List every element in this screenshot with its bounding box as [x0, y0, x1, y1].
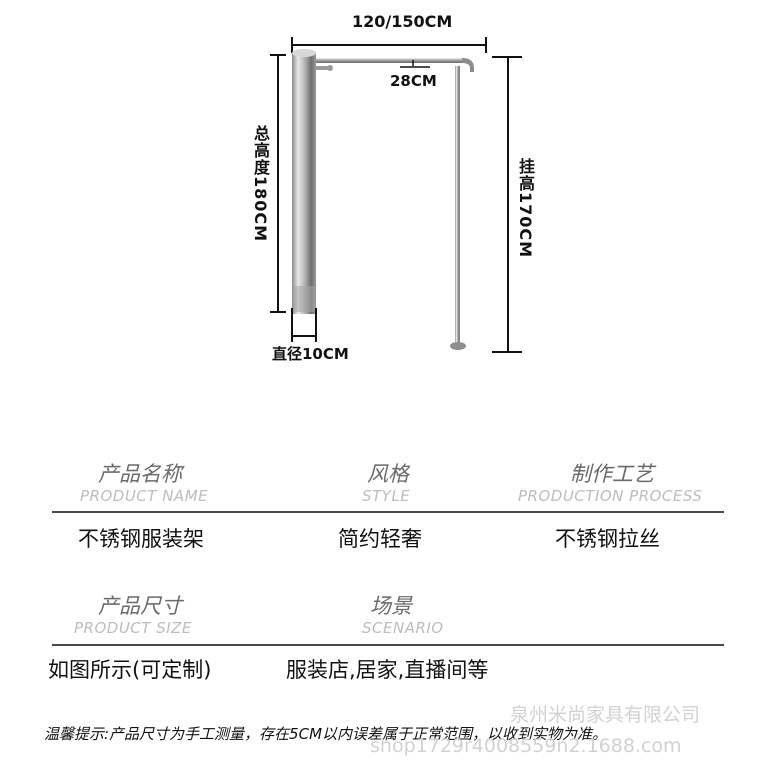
scenario-label-en: SCENARIO — [362, 619, 444, 637]
scenario-value: 服装店,居家,直播间等 — [286, 658, 489, 682]
product-size-label-en: PRODUCT SIZE — [74, 619, 192, 637]
width-label: 120/150CM — [352, 12, 453, 31]
column-base-texture — [293, 286, 315, 312]
product-size-label: 产品尺寸 — [98, 594, 182, 618]
hang-height-dimension-line — [492, 56, 522, 353]
hang-height-label: 挂高170CM — [516, 158, 535, 259]
diameter-dimension-line — [291, 308, 317, 342]
hook-bracket — [316, 66, 330, 70]
main-column — [292, 52, 316, 314]
total-height-dimension-line — [270, 54, 286, 313]
divider-bottom — [52, 644, 724, 646]
clothing-rack-diagram — [270, 37, 522, 353]
hook-knob — [327, 65, 333, 71]
style-value: 简约轻奢 — [338, 527, 422, 551]
product-name-value: 不锈钢服装架 — [78, 527, 204, 551]
process-label: 制作工艺 — [570, 462, 654, 486]
product-name-label-en: PRODUCT NAME — [80, 487, 209, 505]
divider-top — [52, 511, 724, 513]
watermark-company: 泉州米尚家具有限公司 — [510, 704, 701, 726]
product-name-label: 产品名称 — [98, 462, 182, 486]
size-tolerance-note: 温馨提示:产品尺寸为手工测量，存在5CM以内误差属于正常范围，以收到实物为准。 — [44, 725, 608, 743]
watermark-shop-url: shop1729r4008559n2.1688.com — [370, 735, 682, 757]
process-label-en: PRODUCTION PROCESS — [518, 487, 703, 505]
pole-foot — [450, 342, 466, 350]
width-dimension-line — [291, 37, 487, 53]
style-label-en: STYLE — [362, 487, 411, 505]
scenario-label: 场景 — [370, 594, 412, 618]
top-rail — [316, 58, 464, 63]
product-size-value: 如图所示(可定制) — [48, 658, 212, 682]
column-cap — [292, 49, 316, 57]
side-pole — [455, 66, 460, 342]
rail-bend — [462, 58, 474, 72]
hook-depth-marker — [400, 60, 430, 68]
total-height-label: 总高度180CM — [251, 125, 270, 243]
style-label: 风格 — [367, 462, 409, 486]
diameter-label: 直径10CM — [272, 345, 349, 363]
hook-depth-label: 28CM — [390, 72, 437, 90]
process-value: 不锈钢拉丝 — [555, 527, 660, 551]
